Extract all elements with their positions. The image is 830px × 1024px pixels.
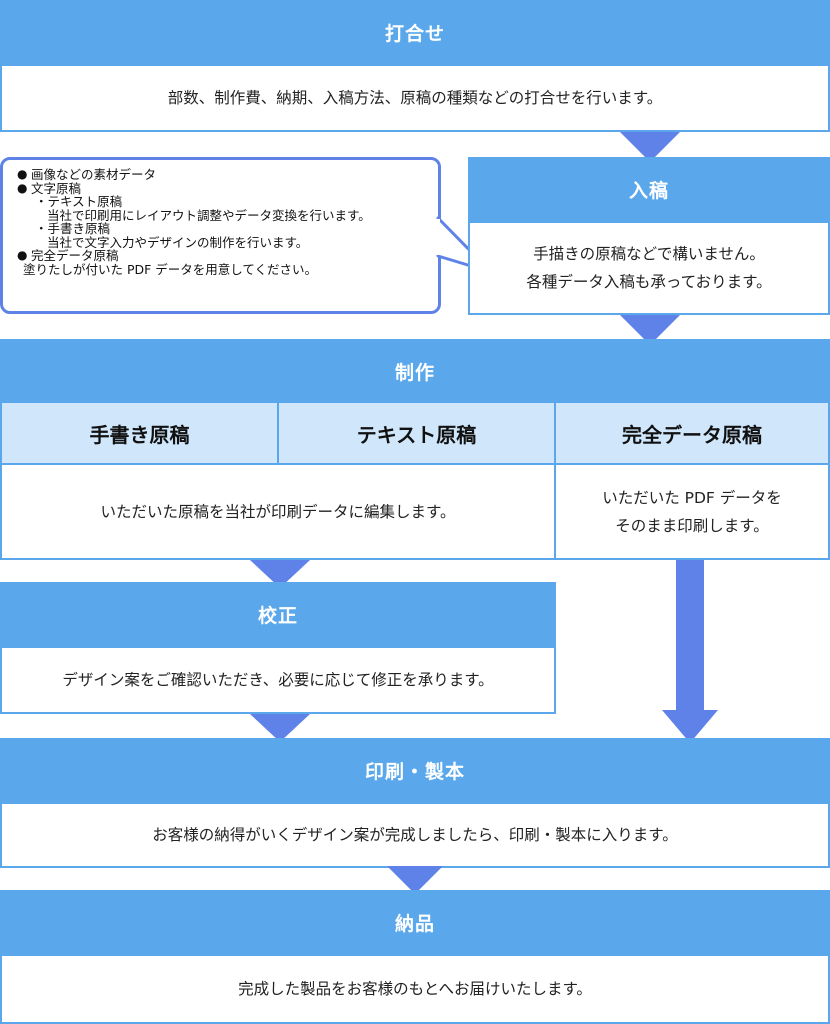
arrow-down-icon [250, 560, 310, 588]
step-proofreading-header: 校正 [0, 582, 556, 646]
submission-callout: ● 画像などの素材データ ● 文字原稿 ・テキスト原稿 当社で印刷用にレイアウト… [0, 157, 441, 314]
arrow-down-icon [620, 132, 680, 162]
step-delivery-text: 完成した製品をお客様のもとへお届けいたします。 [238, 980, 592, 998]
callout-item-complete-data: ● 完全データ原稿 [17, 248, 428, 263]
step-printing-text: お客様の納得がいくデザイン案が完成しましたら、印刷・製本に入ります。 [152, 826, 678, 844]
long-arrow-down-icon [662, 560, 718, 743]
step-printing-title: 印刷・製本 [364, 760, 465, 783]
production-column-complete-data: 完全データ原稿 [554, 401, 830, 465]
arrow-down-icon [250, 714, 310, 742]
step-production-header: 制作 [0, 339, 830, 403]
callout-item-label: 画像などの素材データ [31, 167, 157, 182]
step-printing-body: お客様の納得がいくデザイン案が完成しましたら、印刷・製本に入ります。 [0, 802, 830, 868]
bullet-icon: ● [17, 167, 28, 181]
bullet-icon: ● [17, 248, 28, 262]
column-label: テキスト原稿 [356, 422, 477, 447]
callout-subitem-desc: 当社で文字入力やデザインの制作を行います。 [47, 234, 309, 250]
callout-item-materials: ● 画像などの素材データ [17, 167, 428, 182]
bullet-icon: ● [17, 180, 28, 195]
step-meeting-body: 部数、制作費、納期、入稿方法、原稿の種類などの打合せを行います。 [0, 64, 830, 132]
step-submission-title: 入稿 [628, 179, 669, 202]
step-meeting-title: 打合せ [384, 22, 445, 45]
arrow-down-icon [620, 315, 680, 345]
step-submission-header: 入稿 [468, 157, 830, 221]
arrow-down-icon [387, 866, 443, 894]
step-delivery-header: 納品 [0, 890, 830, 954]
production-print-body: いただいた PDF データを そのまま印刷します。 [554, 463, 830, 560]
step-delivery-body: 完成した製品をお客様のもとへお届けいたします。 [0, 954, 830, 1024]
step-printing-header: 印刷・製本 [0, 738, 830, 802]
production-print-text: いただいた PDF データを そのまま印刷します。 [602, 488, 782, 535]
production-column-text: テキスト原稿 [277, 401, 556, 465]
step-delivery-title: 納品 [394, 912, 435, 935]
step-meeting-header: 打合せ [0, 0, 830, 64]
step-meeting-text: 部数、制作費、納期、入稿方法、原稿の種類などの打合せを行います。 [167, 89, 663, 107]
callout-item-text-manuscript: ● 文字原稿 [17, 180, 428, 196]
column-label: 完全データ原稿 [622, 422, 762, 447]
callout-subitem-desc: 当社で印刷用にレイアウト調整やデータ変換を行います。 [47, 207, 371, 223]
step-proofreading-title: 校正 [257, 604, 298, 627]
production-edit-body: いただいた原稿を当社が印刷データに編集します。 [0, 463, 556, 560]
callout-item-label: 完全データ原稿 [31, 248, 119, 263]
column-label: 手書き原稿 [89, 422, 190, 447]
step-submission-text: 手描きの原稿などで構いません。 各種データ入稿も承っております。 [526, 245, 772, 291]
step-proofreading-text: デザイン案をご確認いただき、必要に応じて修正を承ります。 [62, 671, 494, 689]
callout-item-desc: 塗りたしが付いた PDF データを用意してください。 [23, 261, 318, 277]
callout-item-label: 文字原稿 [31, 180, 82, 196]
step-production-title: 制作 [394, 361, 435, 384]
callout-subitem-label: ・テキスト原稿 [35, 194, 123, 209]
step-submission-body: 手描きの原稿などで構いません。 各種データ入稿も承っております。 [468, 221, 830, 315]
production-edit-text: いただいた原稿を当社が印刷データに編集します。 [100, 502, 456, 521]
step-proofreading-body: デザイン案をご確認いただき、必要に応じて修正を承ります。 [0, 646, 556, 714]
production-column-handwritten: 手書き原稿 [0, 401, 279, 465]
callout-subitem-label: ・手書き原稿 [35, 221, 111, 236]
